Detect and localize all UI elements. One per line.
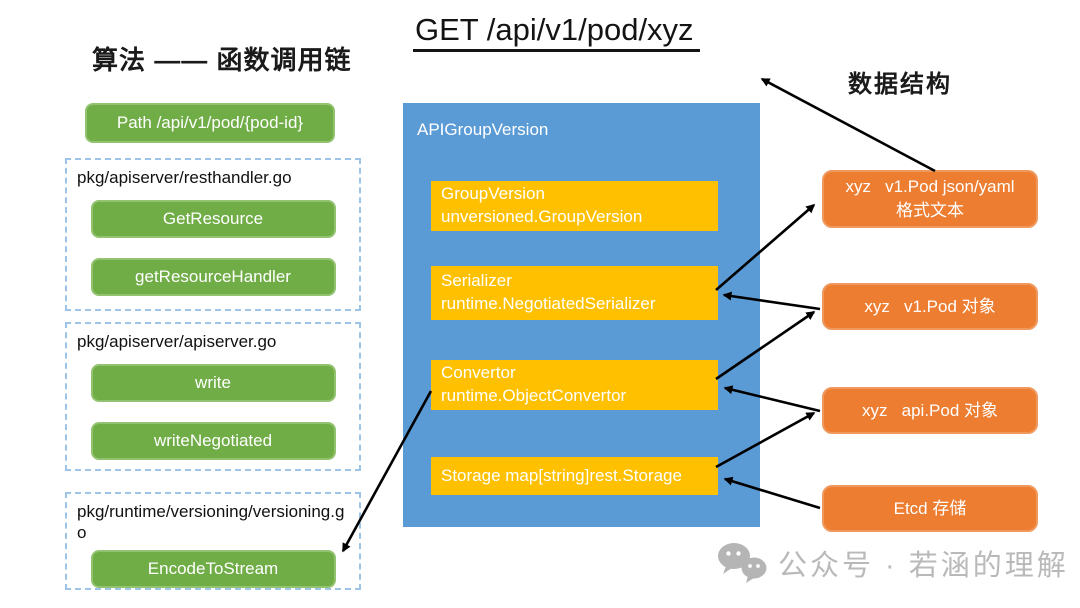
function-box-writenegotiated: writeNegotiated: [90, 422, 336, 461]
file-group-apiserver: pkg/apiserver/apiserver.go write writeNe…: [65, 322, 361, 471]
field-storage: Storage map[string]rest.Storage: [431, 457, 718, 495]
field-line2: runtime.ObjectConvertor: [441, 386, 627, 405]
file-label: pkg/runtime/versioning/versioning.go: [77, 502, 345, 543]
function-box-write: write: [90, 364, 336, 403]
data-box-apipod-object: xyz api.Pod 对象: [822, 387, 1038, 434]
function-box-getresourcehandler: getResourceHandler: [90, 258, 336, 297]
data-box-v1pod-json-yaml: xyz v1.Pod json/yaml 格式文本: [822, 170, 1038, 228]
data-box-line1: Etcd 存储: [893, 498, 967, 518]
file-label: pkg/apiserver/apiserver.go: [77, 332, 277, 351]
data-box-line2: 格式文本: [896, 201, 964, 220]
data-box-etcd-storage: Etcd 存储: [822, 485, 1038, 532]
file-label: pkg/apiserver/resthandler.go: [77, 168, 292, 187]
data-structure-heading: 数据结构: [848, 71, 952, 98]
apigroupversion-panel: APIGroupVersion GroupVersion unversioned…: [403, 103, 760, 527]
function-box-encodetostream: EncodeToStream: [90, 549, 336, 588]
field-line2: unversioned.GroupVersion: [441, 207, 643, 226]
algorithm-heading: 算法 —— 函数调用链: [92, 45, 352, 75]
file-group-versioning: pkg/runtime/versioning/versioning.go Enc…: [65, 492, 361, 590]
data-box-line1: xyz api.Pod 对象: [861, 400, 999, 420]
data-box-v1pod-object: xyz v1.Pod 对象: [822, 283, 1038, 330]
function-box-getresource: GetResource: [90, 200, 336, 239]
field-line1: Storage map[string]rest.Storage: [441, 465, 682, 485]
path-box-label: Path /api/v1/pod/{pod-id}: [116, 113, 304, 132]
data-box-line1: xyz v1.Pod 对象: [864, 296, 996, 316]
file-group-resthandler: pkg/apiserver/resthandler.go GetResource…: [65, 158, 361, 311]
field-groupversion: GroupVersion unversioned.GroupVersion: [431, 181, 718, 231]
watermark: 公众号 · 若涵的理解: [716, 541, 1069, 585]
field-convertor: Convertor runtime.ObjectConvertor: [431, 360, 718, 410]
watermark-text: 公众号 · 若涵的理解: [778, 550, 1069, 582]
apigroupversion-label: APIGroupVersion: [417, 120, 549, 139]
page-title: GET /api/v1/pod/xyz: [413, 12, 700, 52]
field-line1: GroupVersion: [441, 184, 545, 204]
field-line1: Serializer: [441, 271, 512, 291]
field-line2: runtime.NegotiatedSerializer: [441, 294, 656, 313]
path-box: Path /api/v1/pod/{pod-id}: [85, 103, 335, 143]
field-serializer: Serializer runtime.NegotiatedSerializer: [431, 266, 718, 320]
wechat-icon: [718, 543, 767, 583]
data-box-line1: xyz v1.Pod json/yaml: [845, 177, 1015, 197]
field-line1: Convertor: [441, 363, 516, 383]
